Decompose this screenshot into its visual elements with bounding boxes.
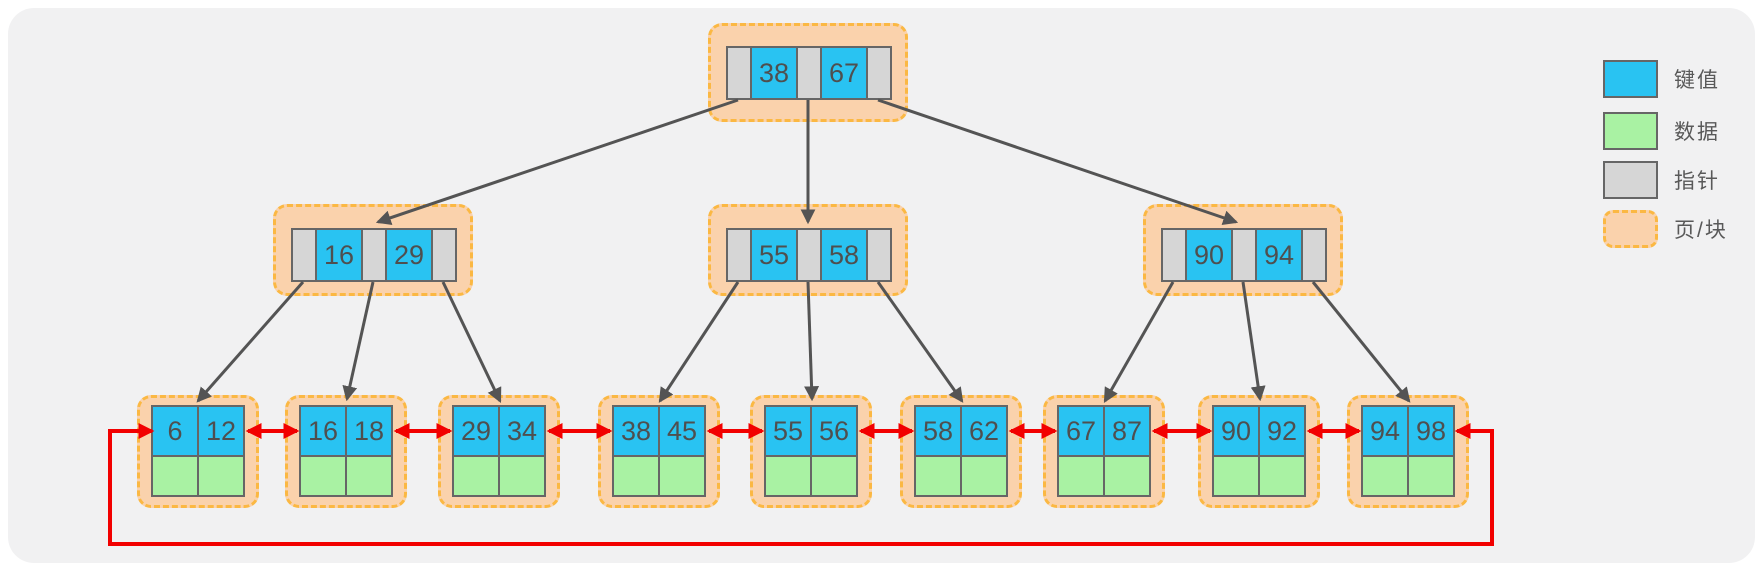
pointer-cell (726, 46, 752, 100)
legend-key-swatch (1603, 60, 1658, 98)
leaf-data-cell (151, 455, 199, 497)
leaf-data-cell (764, 455, 812, 497)
legend-key-label: 键值 (1674, 69, 1720, 92)
legend-data-label: 数据 (1674, 121, 1720, 144)
leaf-key-cell: 62 (960, 405, 1008, 457)
leaf-data-cell (299, 455, 347, 497)
leaf-page-5: 58 62 (900, 395, 1022, 508)
legend-data-swatch (1603, 112, 1658, 150)
leaf-data-cell (658, 455, 706, 497)
leaf-page-3: 38 45 (598, 395, 720, 508)
legend-page-swatch (1603, 210, 1658, 248)
leaf-page-6: 67 87 (1043, 395, 1165, 508)
leaf-key-cell: 90 (1212, 405, 1260, 457)
leaf-key-cell: 29 (452, 405, 500, 457)
pointer-cell (796, 228, 822, 282)
leaf-data-cell (452, 455, 500, 497)
internal-page-0: 16 29 (273, 204, 473, 296)
leaf-key-cell: 16 (299, 405, 347, 457)
leaf-data-cell (914, 455, 962, 497)
pointer-cell (866, 46, 892, 100)
leaf-data-cell (1057, 455, 1105, 497)
pointer-cell (1301, 228, 1327, 282)
internal-key-cell: 16 (315, 228, 363, 282)
leaf-data-cell (612, 455, 660, 497)
leaf-data-cell (960, 455, 1008, 497)
leaf-data-cell (1212, 455, 1260, 497)
internal-key-cell: 90 (1185, 228, 1233, 282)
leaf-key-cell: 87 (1103, 405, 1151, 457)
internal-key-cell: 58 (820, 228, 868, 282)
leaf-page-1: 16 18 (285, 395, 407, 508)
root-key-cell: 67 (820, 46, 868, 100)
leaf-page-2: 29 34 (438, 395, 560, 508)
leaf-data-cell (345, 455, 393, 497)
legend-item-key: 键值 (1603, 60, 1720, 98)
leaf-key-cell: 12 (197, 405, 245, 457)
leaf-data-cell (1103, 455, 1151, 497)
legend-pointer-label: 指针 (1674, 170, 1720, 193)
leaf-data-cell (1258, 455, 1306, 497)
leaf-data-cell (1361, 455, 1409, 497)
leaf-page-8: 94 98 (1347, 395, 1469, 508)
internal-key-cell: 29 (385, 228, 433, 282)
leaf-key-cell: 34 (498, 405, 546, 457)
leaf-data-cell (498, 455, 546, 497)
legend-item-page: 页/块 (1603, 210, 1728, 248)
internal-page-2: 90 94 (1143, 204, 1343, 296)
pointer-cell (1231, 228, 1257, 282)
leaf-key-cell: 56 (810, 405, 858, 457)
pointer-cell (361, 228, 387, 282)
pointer-cell (1161, 228, 1187, 282)
leaf-key-cell: 38 (612, 405, 660, 457)
leaf-data-cell (810, 455, 858, 497)
pointer-cell (866, 228, 892, 282)
leaf-key-cell: 94 (1361, 405, 1409, 457)
pointer-cell (291, 228, 317, 282)
root-key-cell: 38 (750, 46, 798, 100)
internal-page-1: 55 58 (708, 204, 908, 296)
leaf-data-cell (197, 455, 245, 497)
leaf-key-cell: 58 (914, 405, 962, 457)
leaf-key-cell: 18 (345, 405, 393, 457)
internal-key-cell: 94 (1255, 228, 1303, 282)
leaf-key-cell: 55 (764, 405, 812, 457)
leaf-key-cell: 67 (1057, 405, 1105, 457)
pointer-cell (431, 228, 457, 282)
leaf-key-cell: 98 (1407, 405, 1455, 457)
leaf-key-cell: 45 (658, 405, 706, 457)
internal-key-cell: 55 (750, 228, 798, 282)
leaf-page-0: 6 12 (137, 395, 259, 508)
leaf-key-cell: 6 (151, 405, 199, 457)
pointer-cell (726, 228, 752, 282)
leaf-key-cell: 92 (1258, 405, 1306, 457)
root-page: 38 67 (708, 23, 908, 122)
leaf-data-cell (1407, 455, 1455, 497)
legend-page-label: 页/块 (1674, 219, 1728, 242)
leaf-page-7: 90 92 (1198, 395, 1320, 508)
legend-pointer-swatch (1603, 161, 1658, 199)
legend-item-data: 数据 (1603, 112, 1720, 150)
pointer-cell (796, 46, 822, 100)
leaf-page-4: 55 56 (750, 395, 872, 508)
legend-item-pointer: 指针 (1603, 161, 1720, 199)
